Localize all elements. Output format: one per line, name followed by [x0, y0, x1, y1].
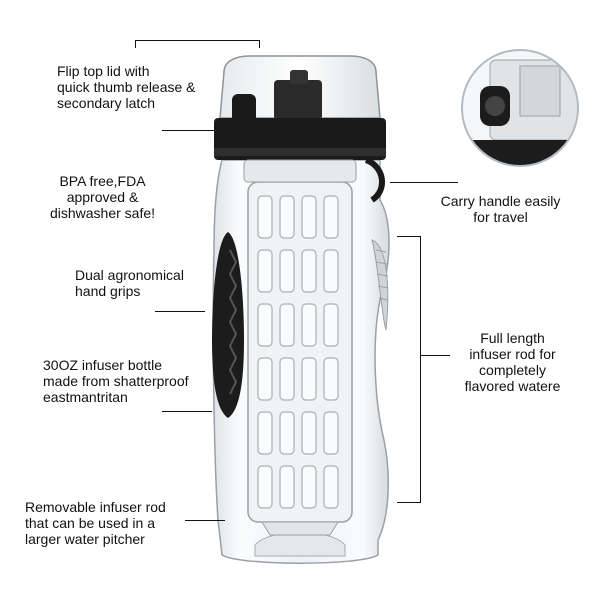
infuser-slot [257, 249, 273, 293]
infuser-slot [323, 249, 339, 293]
leader-full-length-bottom [397, 502, 421, 503]
leader-flip-lid-bottom [162, 130, 217, 131]
infuser-slot [279, 411, 295, 455]
infuser-slot [279, 465, 295, 509]
label-infuser-bottle: 30OZ infuser bottle made from shatterpro… [43, 357, 189, 405]
infuser-slot [279, 303, 295, 347]
infuser-slot [301, 465, 317, 509]
infuser-slot [257, 303, 273, 347]
label-flip-lid: Flip top lid with quick thumb release & … [57, 63, 196, 111]
leader-full-length-bracket [420, 236, 421, 503]
infuser-slot [257, 195, 273, 239]
carry-handle-inset [461, 49, 579, 167]
leader-removable-rod [185, 520, 225, 521]
infuser-slot [279, 357, 295, 401]
infuser-slot [323, 357, 339, 401]
label-hand-grips: Dual agronomical hand grips [75, 267, 184, 299]
label-carry-handle: Carry handle easily for travel [440, 193, 561, 225]
leader-full-length-top [397, 236, 421, 237]
infuser-slot [279, 195, 295, 239]
infuser-slot [323, 303, 339, 347]
infuser-slot [323, 465, 339, 509]
infuser-slot [301, 411, 317, 455]
infuser-slot [279, 249, 295, 293]
leader-flip-lid-top-right [259, 40, 260, 48]
infuser-slot [301, 303, 317, 347]
infuser-slot [257, 465, 273, 509]
infuser-slot [301, 195, 317, 239]
infuser-slot [301, 357, 317, 401]
infuser-slot [257, 357, 273, 401]
infuser-slot [301, 249, 317, 293]
label-removable-rod: Removable infuser rod that can be used i… [25, 499, 166, 547]
leader-infuser-bottle [162, 411, 212, 412]
label-full-length-rod: Full length infuser rod for completely f… [464, 330, 561, 394]
infuser-slot [323, 195, 339, 239]
leader-full-length-mid [420, 355, 450, 356]
infuser-slot [323, 411, 339, 455]
hand-grip-left [212, 232, 244, 418]
infuser-slot [257, 411, 273, 455]
hand-grip-right [371, 239, 389, 331]
leader-flip-lid-top [135, 40, 260, 41]
leader-hand-grips [155, 311, 205, 312]
infuser-rod [247, 181, 353, 536]
leader-flip-lid-top-left [135, 40, 136, 48]
leader-carry-handle [390, 182, 458, 183]
flip-top-lid [214, 55, 386, 203]
label-bpa-free: BPA free,FDA approved & dishwasher safe! [49, 173, 156, 221]
